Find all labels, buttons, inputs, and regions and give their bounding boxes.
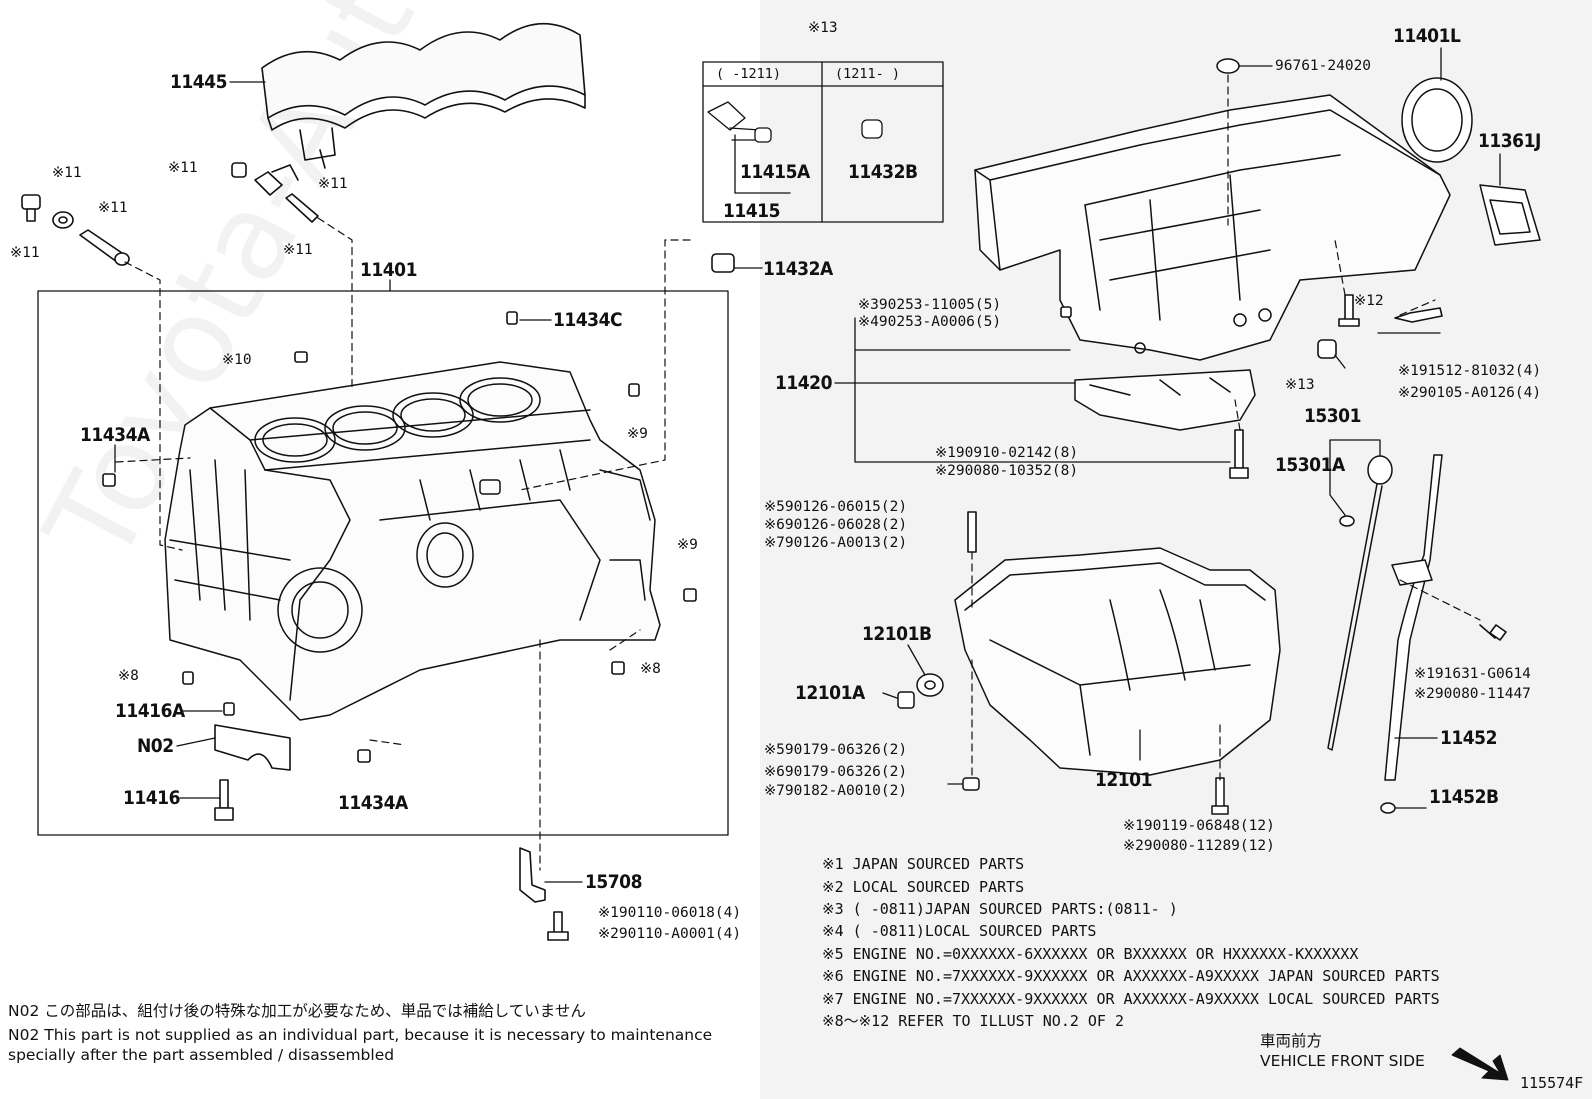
bolt-ref-c1: ※190910-02142(8) (935, 445, 1079, 461)
bolt-ref-f1: ※190119-06848(12) (1123, 818, 1275, 834)
label-11452: 11452 (1440, 727, 1497, 749)
dipstick-and-guide (1327, 454, 1443, 814)
footnote-jp: N02 この部品は、組付け後の特殊な加工が必要なため、単品では補給していません (8, 1002, 586, 1020)
label-N02: N02 (137, 735, 174, 757)
bolt-ref-a1: ※390253-11005(5) (858, 297, 1002, 313)
note-7: ※7 ENGINE NO.=7XXXXXX-9XXXXXX OR AXXXXXX… (822, 990, 1440, 1008)
label-11361J: 11361J (1478, 130, 1541, 152)
solid-leaders (114, 47, 1501, 883)
ref-9-b: ※9 (677, 537, 698, 553)
bolt-ref-b1: ※191512-81032(4) (1398, 363, 1542, 379)
bolt-ref-h2: ※290110-A0001(4) (598, 926, 742, 942)
front-direction-arrow-icon (1451, 1047, 1509, 1081)
top-left-fasteners (21, 162, 735, 273)
label-11434C: 11434C (553, 309, 623, 331)
stud-ref-d3: ※790126-A0013(2) (764, 535, 908, 551)
bolt-ref-c2: ※290080-10352(8) (935, 463, 1079, 479)
inset-column-2-range: (1211- ) (835, 66, 901, 82)
inset-box (702, 61, 944, 223)
ref-13-top: ※13 (808, 20, 838, 36)
nut-ref-e2: ※690179-06326(2) (764, 764, 908, 780)
note-2: ※2 LOCAL SOURCED PARTS (822, 878, 1025, 896)
stud-ref-d2: ※690126-06028(2) (764, 517, 908, 533)
note-3: ※3 ( -0811)JAPAN SOURCED PARTS:(0811- ) (822, 900, 1178, 918)
label-11434A-left: 11434A (80, 424, 150, 446)
ref-8-b: ※8 (640, 661, 661, 677)
cylinder-block-drawing (164, 361, 661, 721)
note-8: ※8～※12 REFER TO ILLUST NO.2 OF 2 (822, 1012, 1125, 1030)
label-12101A: 12101A (795, 682, 865, 704)
label-11415A: 11415A (740, 161, 810, 183)
note-5: ※5 ENGINE NO.=0XXXXXX-6XXXXXX OR BXXXXXX… (822, 945, 1359, 963)
label-11420: 11420 (775, 372, 832, 394)
block-small-parts (102, 311, 697, 821)
nut-ref-e1: ※590179-06326(2) (764, 742, 908, 758)
ref-11-e: ※11 (318, 176, 348, 192)
gasket-part-number: 96761-24020 (1275, 58, 1372, 74)
footnote-en-line2: specially after the part assembled / dis… (8, 1046, 395, 1064)
bolt-ref-g2: ※290080-11447 (1414, 686, 1531, 702)
cylinder-block-group-frame (37, 290, 729, 836)
label-12101B: 12101B (862, 623, 932, 645)
label-11445: 11445 (170, 71, 227, 93)
oil-seal-and-cover (1216, 58, 1541, 246)
illustration-number: 115574F (1520, 1074, 1584, 1092)
bolt-ref-b2: ※290105-A0126(4) (1398, 385, 1542, 401)
label-15301A: 15301A (1275, 454, 1345, 476)
direction-label-en: VEHICLE FRONT SIDE (1260, 1052, 1425, 1070)
label-12101: 12101 (1095, 769, 1152, 791)
bolt-ref-g1: ※191631-G0614 (1414, 666, 1531, 682)
nut-ref-e3: ※790182-A0010(2) (764, 783, 908, 799)
footnote-en-line1: N02 This part is not supplied as an indi… (8, 1026, 713, 1044)
oil-pan-fasteners (967, 294, 1507, 641)
note-1: ※1 JAPAN SOURCED PARTS (822, 855, 1025, 873)
label-15708: 15708 (585, 871, 642, 893)
dashed-leaders (115, 74, 1481, 871)
label-11416A: 11416A (115, 700, 185, 722)
label-11434A-bottom: 11434A (338, 792, 408, 814)
label-11401: 11401 (360, 259, 417, 281)
ref-11-d: ※11 (168, 160, 198, 176)
ref-8-a: ※8 (118, 668, 139, 684)
bolt-ref-f2: ※290080-11289(12) (1123, 838, 1275, 854)
ref-11-f: ※11 (283, 242, 313, 258)
label-11432A: 11432A (763, 258, 833, 280)
label-11452B: 11452B (1429, 786, 1499, 808)
ref-11-a: ※11 (52, 165, 82, 181)
part-15708-drawing (519, 847, 569, 941)
note-6: ※6 ENGINE NO.=7XXXXXX-9XXXXXX OR AXXXXXX… (822, 967, 1440, 985)
note-4: ※4 ( -0811)LOCAL SOURCED PARTS (822, 922, 1097, 940)
bolt-ref-h1: ※190110-06018(4) (598, 905, 742, 921)
stud-ref-d1: ※590126-06015(2) (764, 499, 908, 515)
part-11445-cover-drawing (261, 22, 586, 169)
label-15301: 15301 (1304, 405, 1361, 427)
ref-11-c: ※11 (98, 200, 128, 216)
ref-13-mid: ※13 (1285, 377, 1315, 393)
ref-11-b: ※11 (10, 245, 40, 261)
oil-pan-drawing (897, 547, 1281, 815)
ref-12: ※12 (1354, 293, 1384, 309)
label-11415: 11415 (723, 200, 780, 222)
oil-pan-upper-drawing (974, 94, 1451, 431)
label-11432B: 11432B (848, 161, 918, 183)
label-11416: 11416 (123, 787, 180, 809)
label-11401L: 11401L (1393, 25, 1461, 47)
ref-10: ※10 (222, 352, 252, 368)
bolt-ref-a2: ※490253-A0006(5) (858, 314, 1002, 330)
inset-column-1-range: ( -1211) (716, 66, 782, 82)
ref-9-a: ※9 (627, 426, 648, 442)
direction-label-jp: 車両前方 (1260, 1032, 1323, 1050)
